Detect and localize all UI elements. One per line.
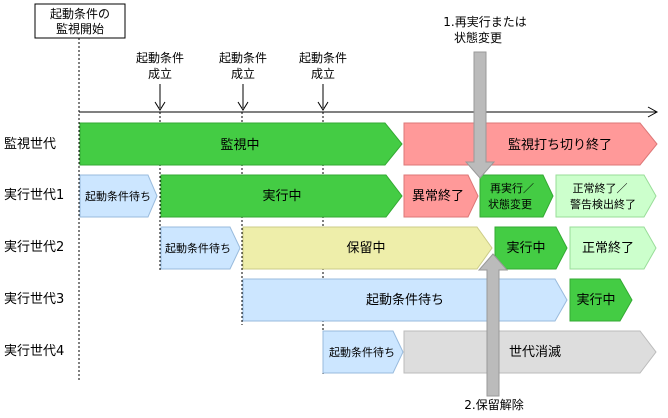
bar-g4-gone-label: 世代消滅 bbox=[509, 345, 561, 360]
note1-line2: 状態変更 bbox=[454, 30, 502, 45]
bar-g3-run bbox=[569, 278, 633, 322]
condition-label-3: 起動条件 成立 bbox=[299, 51, 347, 111]
rerun-arrow bbox=[464, 51, 496, 179]
bar-g4-wait bbox=[322, 330, 404, 374]
bar-watch-active-label: 監視中 bbox=[220, 137, 259, 153]
bar-g3-wait-label: 起動条件待ち bbox=[366, 292, 444, 308]
bar-g1-done bbox=[555, 174, 657, 218]
bar-g1-abnormal-label: 異常終了 bbox=[412, 188, 464, 204]
condition-label-2: 起動条件 成立 bbox=[219, 51, 267, 111]
svg-text:成立: 成立 bbox=[311, 66, 335, 81]
bar-g2-hold bbox=[242, 226, 493, 270]
time-axis bbox=[79, 106, 659, 118]
row-label-gen1: 実行世代1 bbox=[4, 187, 64, 203]
bar-g1-rerun-label2: 状態変更 bbox=[488, 197, 532, 211]
bar-g1-done-label2: 警告検出終了 bbox=[570, 197, 636, 211]
note2-label: 2.保留解除 bbox=[464, 397, 523, 412]
bar-g3-run-label: 実行中 bbox=[576, 292, 615, 308]
svg-text:起動条件: 起動条件 bbox=[299, 51, 347, 65]
bar-watch-end bbox=[403, 122, 658, 166]
bar-g1-rerun-label1: 再実行／ bbox=[490, 181, 534, 195]
svg-text:起動条件: 起動条件 bbox=[219, 51, 267, 65]
bar-g2-done-label: 正常終了 bbox=[582, 240, 634, 256]
bar-g1-done-label1: 正常終了／ bbox=[573, 181, 628, 195]
row-label-gen4: 実行世代4 bbox=[4, 343, 64, 359]
svg-text:起動条件: 起動条件 bbox=[136, 51, 184, 65]
row-label-gen2: 実行世代2 bbox=[4, 239, 64, 255]
release-arrow bbox=[477, 253, 509, 397]
bar-g4-gone bbox=[403, 330, 657, 374]
bar-g1-rerun bbox=[479, 174, 554, 218]
row-label-gen3: 実行世代3 bbox=[4, 291, 64, 307]
bar-g1-run bbox=[160, 174, 403, 218]
bar-watch-end-label: 監視打ち切り終了 bbox=[508, 137, 612, 153]
bar-g1-abnormal bbox=[403, 174, 479, 218]
bar-g4-wait-label: 起動条件待ち bbox=[329, 345, 395, 359]
bar-g1-run-label: 実行中 bbox=[262, 188, 301, 204]
start-label-line1: 起動条件の bbox=[50, 7, 110, 21]
bar-watch-active bbox=[79, 122, 403, 166]
svg-text:成立: 成立 bbox=[148, 66, 172, 81]
bar-g1-wait-label: 起動条件待ち bbox=[85, 189, 151, 203]
svg-text:成立: 成立 bbox=[231, 66, 255, 81]
condition-label-1: 起動条件 成立 bbox=[136, 51, 184, 111]
bar-g2-wait bbox=[160, 226, 241, 270]
bar-g3-wait bbox=[242, 278, 568, 322]
row-label-watch: 監視世代 bbox=[4, 136, 56, 152]
bar-g2-done bbox=[569, 226, 657, 270]
bar-g2-run-label: 実行中 bbox=[506, 240, 545, 256]
bar-g2-hold-label: 保留中 bbox=[346, 241, 385, 256]
bar-g2-wait-label: 起動条件待ち bbox=[165, 241, 231, 255]
bar-g1-wait bbox=[79, 174, 158, 218]
start-label-box: 起動条件の 監視開始 bbox=[34, 3, 126, 39]
note1-line1: 1.再実行または bbox=[443, 14, 526, 29]
start-label-line2: 監視開始 bbox=[56, 21, 104, 36]
